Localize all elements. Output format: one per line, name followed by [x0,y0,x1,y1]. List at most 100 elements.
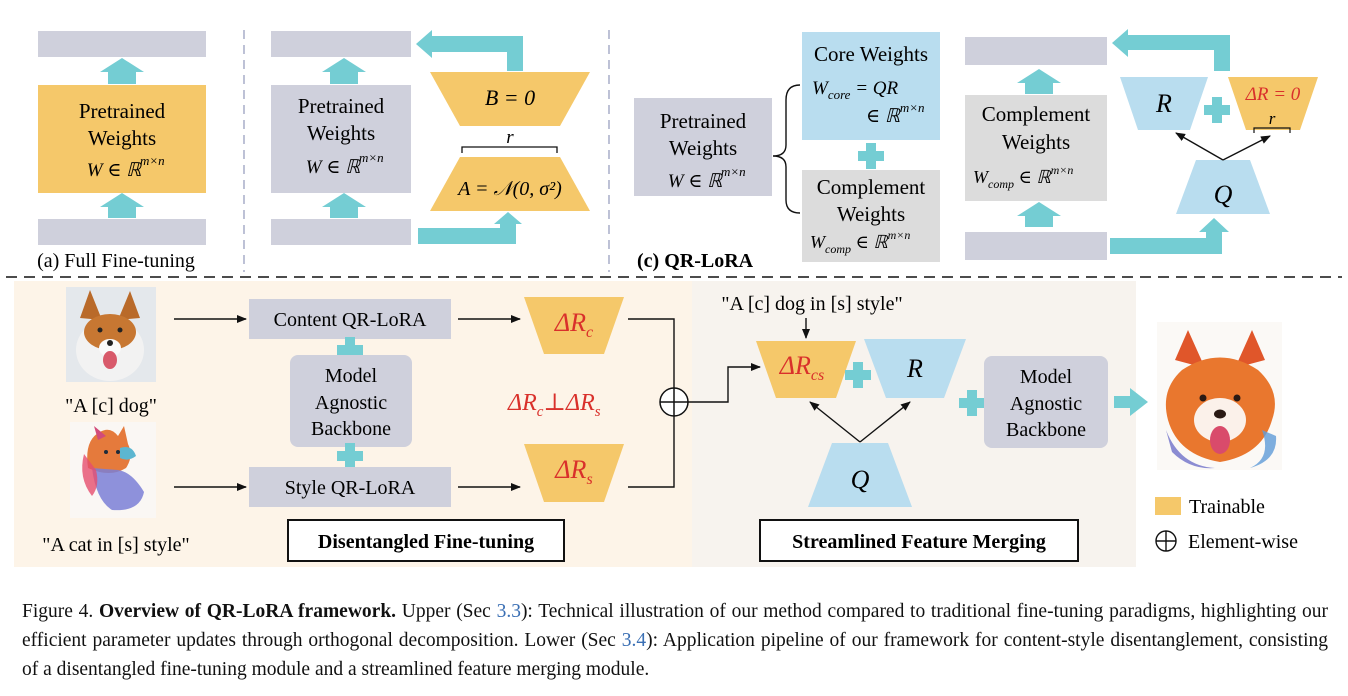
delta-rcs-matrix [756,341,856,398]
rank-label: r [1269,109,1276,128]
delta-r-label: ΔR = 0 [1245,84,1301,105]
complement-formula: Wcomp ∈ ℝm×n [973,163,1073,191]
arrow-q-to-dr [1222,135,1271,161]
up-arrow-icon [322,193,366,218]
weights-label-line1: Pretrained [79,99,166,123]
weights-label-line2: Weights [88,126,156,150]
backbone-box [290,355,412,447]
line-drs-to-sum [628,416,675,488]
complement-title-line2: Weights [1002,130,1070,154]
weights-formula: W ∈ ℝ [668,171,723,192]
legend-trainable-label: Trainable [1189,496,1265,518]
up-arrow-icon [1017,69,1061,94]
q-label: Q [851,465,870,494]
style-qr-lora-box [249,467,451,507]
delta-rs-matrix [524,444,624,502]
right-arrow-icon [1114,388,1148,416]
backbone-line1: Model [1020,366,1073,388]
up-arrow-icon [322,58,366,84]
legend-trainable-swatch [1155,497,1181,515]
r-label: R [1155,89,1172,118]
content-qr-lora-box [249,299,451,339]
complement-weights-frozen [965,95,1107,201]
caption-prefix: Figure 4. [22,601,99,622]
complement-weights-box [802,170,940,262]
panel-qr-lora: Pretrained Weights W ∈ ℝ m×n Core Weight… [634,29,1318,272]
plus-icon [959,390,985,416]
panel-label-a: (a) Full Fine-tuning [37,250,195,272]
q-label: Q [1214,180,1233,209]
input-layer [271,219,411,245]
disentangled-finetuning-label: Disentangled Fine-tuning [318,531,534,553]
weights-label-line1: Pretrained [660,109,747,133]
plus-icon [858,143,884,169]
weights-label-line2: Weights [307,121,375,145]
q-matrix [808,443,912,507]
caption-ref-3-4[interactable]: 3.4 [621,630,647,651]
arrow-q-to-r [859,401,911,443]
plus-icon [337,443,363,469]
output-layer [38,31,206,57]
rank-label: r [506,127,514,148]
elbow-arrow-icon [418,212,522,244]
delta-r-matrix [1228,77,1318,130]
pretrained-weights-frozen [634,98,772,196]
backbone-line2: Agnostic [315,392,387,414]
streamlined-merging-label: Streamlined Feature Merging [792,531,1046,553]
dog-photo [66,287,156,382]
lora-b-matrix [430,72,590,126]
dog-prompt: "A [c] dog" [65,395,157,417]
backbone-line3: Backbone [311,418,391,440]
orthogonality-label: ΔRc⊥ΔRs [507,390,601,420]
up-arrow-icon [1017,202,1061,227]
panel-lora: Pretrained Weights W ∈ ℝ m×n B = 0 r A =… [271,30,590,245]
core-weights-formula: Wcore = QR [812,78,898,102]
generated-dog-image [1157,322,1282,470]
plus-icon [1204,97,1230,123]
weights-formula-sup: m×n [359,150,384,165]
core-weights-title: Core Weights [814,42,928,66]
pretrained-weights-trainable [38,85,206,193]
delta-rcs-label: ΔRcs [779,351,824,384]
style-qr-lora-label: Style QR-LoRA [285,477,416,499]
backbone-line3: Backbone [1006,419,1086,441]
caption-ref-3-3[interactable]: 3.3 [496,601,521,622]
plus-icon [337,337,363,363]
input-layer [38,219,206,245]
legend-elementwise-label: Element-wise [1188,531,1298,553]
elbow-arrow-icon [1110,218,1229,254]
lora-a-matrix [430,157,590,211]
delta-rs-label: ΔRs [554,455,592,488]
caption-text-2: ): Technical illustration of our method … [22,601,1328,651]
core-weights-box [802,32,940,140]
merge-prompt: "A [c] dog in [s] style" [721,293,902,315]
r-matrix [1120,77,1208,130]
cat-prompt: "A cat in [s] style" [42,534,189,556]
arrow-q-to-r [1175,132,1224,161]
panel-label-c: (c) QR-LoRA [637,250,754,272]
disentangled-finetuning-box [287,519,565,562]
delta-rc-label: ΔRc [554,308,593,341]
content-qr-lora-label: Content QR-LoRA [274,309,427,331]
complement-title-line1: Complement [817,175,926,199]
up-arrow-icon [100,193,144,218]
weights-formula: W ∈ ℝ [306,157,361,178]
qr-lora-figure: Pretrained Weights W ∈ ℝ m×n (a) Full Fi… [6,29,1342,567]
weights-formula-sup: m×n [140,153,165,168]
rank-bracket [461,146,558,153]
delta-rc-matrix [524,297,624,354]
panel-full-finetuning: Pretrained Weights W ∈ ℝ m×n (a) Full Fi… [37,31,206,272]
arrow-q-to-drcs [809,401,861,443]
output-layer [965,37,1107,65]
r-label: R [906,354,923,383]
figure-caption: Figure 4. Overview of QR-LoRA framework.… [22,597,1328,684]
legend-elementwise-icon [1155,530,1177,552]
output-layer [271,31,411,57]
arrow-sum-to-drcs [688,363,761,403]
elbow-arrow-icon [1112,29,1230,71]
lora-b-label: B = 0 [485,85,535,110]
r-matrix [864,339,966,398]
backbone-line1: Model [325,365,378,387]
caption-text-1: Upper (Sec [396,601,497,622]
pretrained-weights-frozen [271,85,411,193]
